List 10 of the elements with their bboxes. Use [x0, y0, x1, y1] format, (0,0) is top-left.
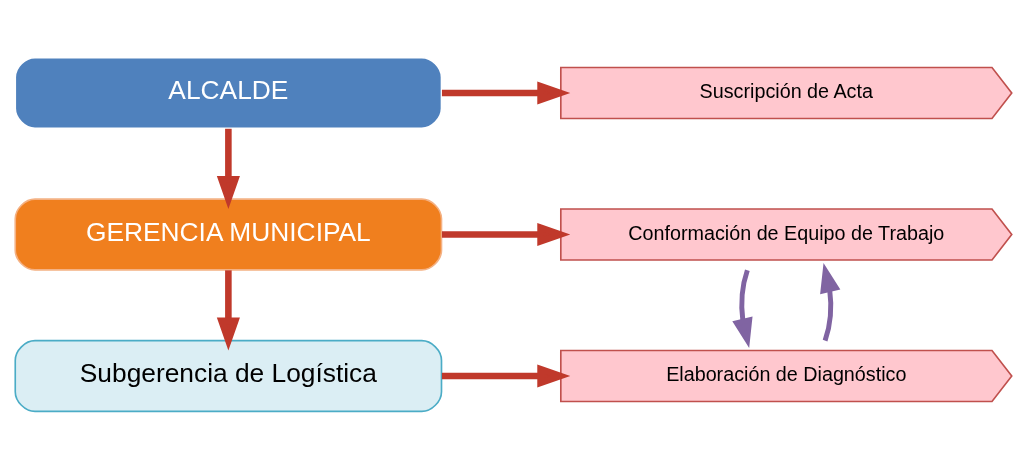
arrow [441, 364, 571, 388]
arrow [732, 269, 753, 348]
node-box: GERENCIA MUNICIPAL [14, 197, 443, 271]
node-box: ALCALDE [14, 56, 443, 129]
arrow [441, 222, 571, 246]
arrow [216, 128, 240, 209]
node-box: Subgerencia de Logística [14, 339, 443, 412]
arrow [820, 262, 841, 341]
arrow [441, 80, 571, 104]
arrow [216, 269, 240, 351]
